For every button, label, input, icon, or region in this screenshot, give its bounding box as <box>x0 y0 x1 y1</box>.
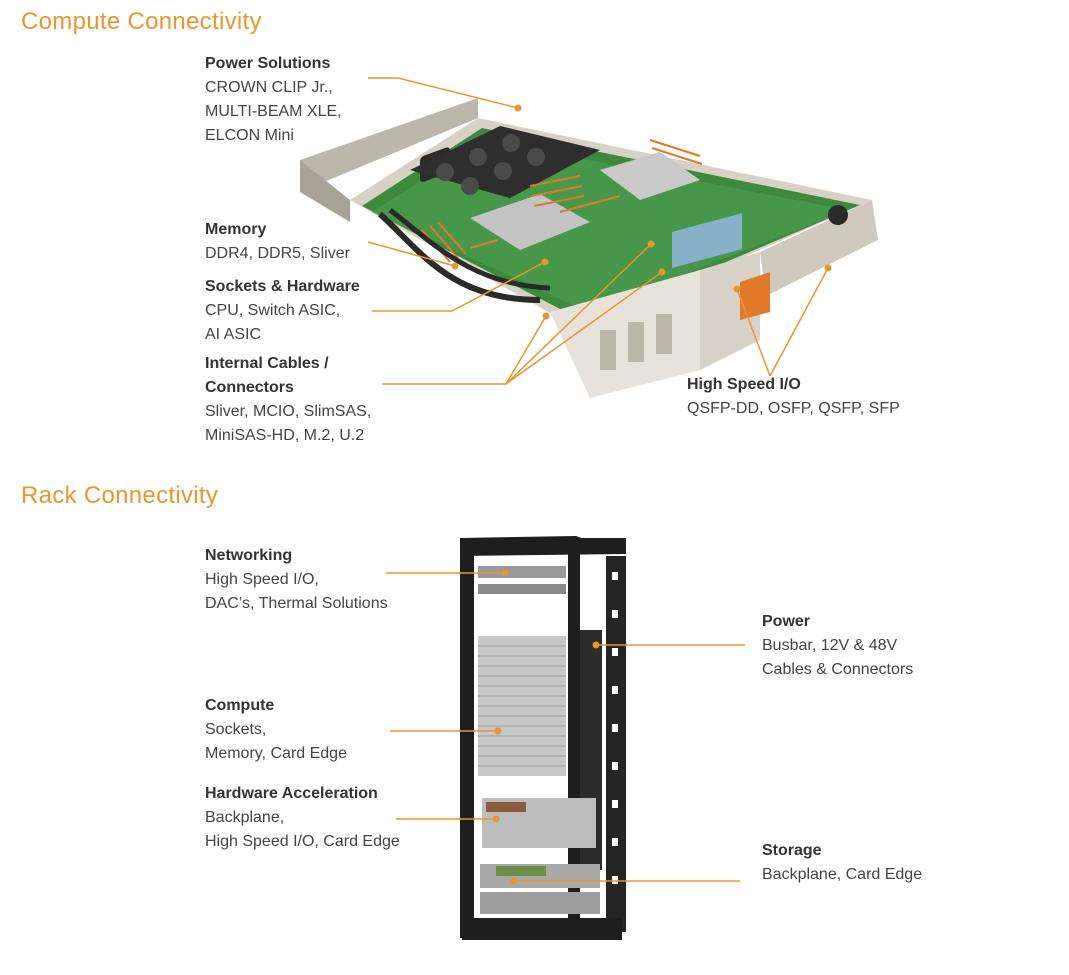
callout-title: Storage <box>762 842 822 859</box>
rack-section-title: Rack Connectivity <box>21 482 219 509</box>
callout-line: MULTI-BEAM XLE, <box>205 103 342 120</box>
callout-line: CROWN CLIP Jr., <box>205 79 333 96</box>
callout-line: High Speed I/O, Card Edge <box>205 833 400 850</box>
leader-lines <box>367 77 829 882</box>
callout-hardware-acceleration: Hardware Acceleration Backplane, High Sp… <box>205 782 400 854</box>
callout-high-speed-io: High Speed I/O QSFP-DD, OSFP, QSFP, SFP <box>687 373 900 421</box>
callout-line: Sockets, <box>205 721 267 738</box>
front-cage <box>550 270 700 398</box>
io-port <box>740 272 770 320</box>
callout-title: Internal Cables / <box>205 355 329 372</box>
network-switch-2 <box>478 584 566 594</box>
callout-title: Memory <box>205 221 267 238</box>
callout-line: AI ASIC <box>205 326 262 343</box>
callout-title: Power <box>762 613 811 630</box>
storage-shelf-2 <box>480 892 600 914</box>
callout-line: Busbar, 12V & 48V <box>762 637 898 654</box>
callout-compute: Compute Sockets, Memory, Card Edge <box>205 694 347 766</box>
callout-storage: Storage Backplane, Card Edge <box>762 839 922 887</box>
heatsink-2 <box>600 152 700 200</box>
network-switch-1 <box>478 566 566 578</box>
callout-internal-cables: Internal Cables / Connectors Sliver, MCI… <box>205 352 371 448</box>
leader-dots <box>451 104 832 885</box>
callout-title: Hardware Acceleration <box>205 785 378 802</box>
callout-line: Cables & Connectors <box>762 661 914 678</box>
callout-line: DDR4, DDR5, Sliver <box>205 245 350 262</box>
callout-line: Backplane, Card Edge <box>762 866 923 883</box>
callout-title: Compute <box>205 697 275 714</box>
callout-line: Sliver, MCIO, SlimSAS, <box>205 403 372 420</box>
compute-section-title: Compute Connectivity <box>21 8 262 35</box>
callout-sockets-hardware: Sockets & Hardware CPU, Switch ASIC, AI … <box>205 275 360 347</box>
heatsink-1 <box>470 194 590 250</box>
server-illustration <box>300 98 878 398</box>
callout-line: Backplane, <box>205 809 285 826</box>
callout-line: MiniSAS-HD, M.2, U.2 <box>205 427 365 444</box>
callout-rack-power: Power Busbar, 12V & 48V Cables & Connect… <box>762 610 913 682</box>
callout-title: High Speed I/O <box>687 376 801 393</box>
callout-line: Memory, Card Edge <box>205 745 347 762</box>
callout-line: CPU, Switch ASIC, <box>205 302 341 319</box>
callout-line: High Speed I/O, <box>205 571 319 588</box>
rack-illustration <box>460 536 626 940</box>
callout-power-solutions: Power Solutions CROWN CLIP Jr., MULTI-BE… <box>205 52 342 148</box>
callout-title: Power Solutions <box>205 55 331 72</box>
callout-title: Networking <box>205 547 293 564</box>
callout-memory: Memory DDR4, DDR5, Sliver <box>205 218 350 266</box>
callout-line: ELCON Mini <box>205 127 294 144</box>
callout-title-line2: Connectors <box>205 379 294 396</box>
callout-networking: Networking High Speed I/O, DAC’s, Therma… <box>205 544 388 616</box>
callout-title: Sockets & Hardware <box>205 278 360 295</box>
callout-line: DAC’s, Thermal Solutions <box>205 595 388 612</box>
callout-line: QSFP-DD, OSFP, QSFP, SFP <box>687 400 900 417</box>
